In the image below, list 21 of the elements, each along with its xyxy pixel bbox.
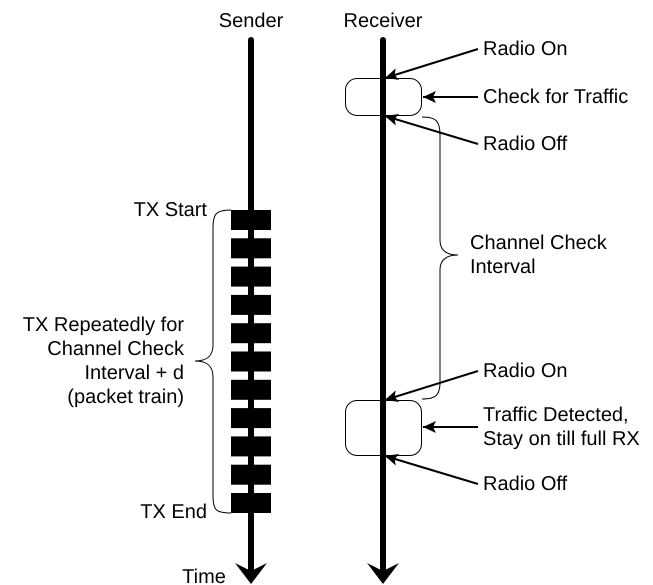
callout-text: Radio Off bbox=[483, 472, 568, 496]
interval-label: Channel Check Interval bbox=[470, 231, 608, 279]
callout-text: Radio On bbox=[483, 37, 568, 61]
rounded-box bbox=[345, 400, 422, 456]
arrow bbox=[423, 91, 478, 103]
rounded-box bbox=[345, 78, 422, 116]
annotation-text: TX Start bbox=[134, 198, 207, 222]
lane-heading: Sender bbox=[218, 9, 284, 33]
callout-text: Radio On bbox=[483, 359, 568, 383]
annotation-text: TX End bbox=[140, 500, 207, 524]
arrow bbox=[423, 421, 478, 433]
arrow bbox=[384, 370, 478, 402]
axis-label: Time bbox=[182, 565, 226, 585]
annotation-text: TX Repeatedly for Channel Check Interval + d (packet train) bbox=[22, 313, 184, 409]
callout-text: Radio Off bbox=[483, 132, 568, 156]
lane-heading: Receiver bbox=[344, 9, 422, 33]
arrow bbox=[384, 114, 478, 145]
arrow bbox=[384, 454, 478, 485]
callout-text: Traffic Detected, Stay on till full RX bbox=[483, 403, 651, 451]
callout-text: Check for Traffic bbox=[483, 85, 628, 109]
arrow bbox=[384, 48, 478, 80]
